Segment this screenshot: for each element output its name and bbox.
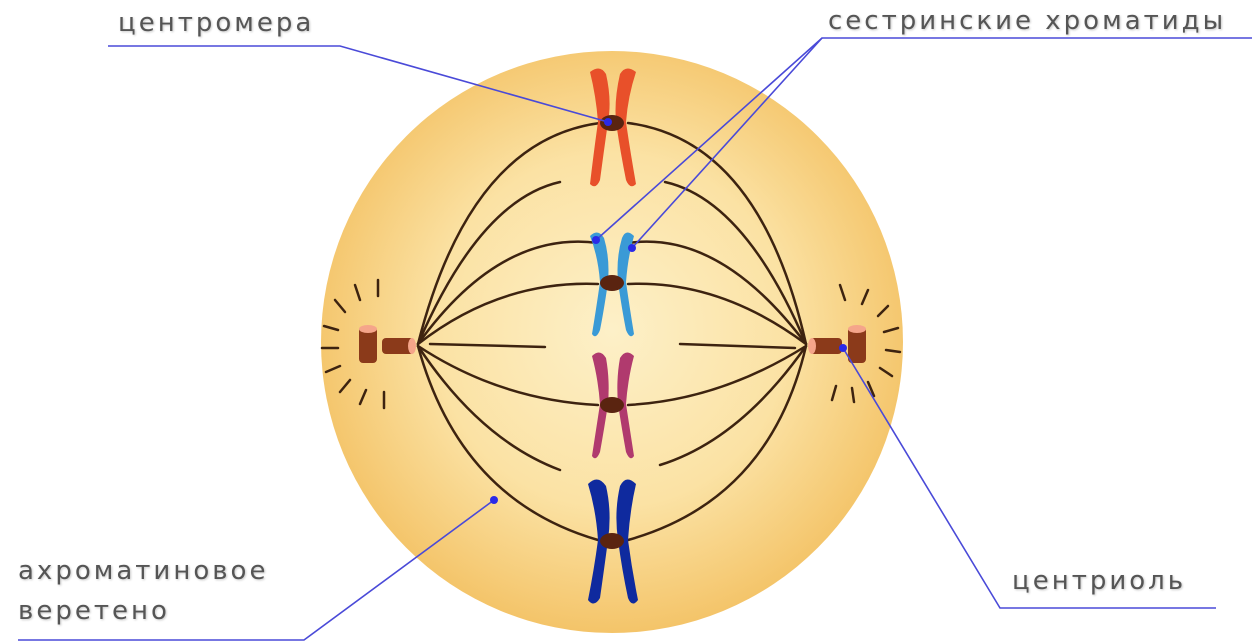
label-centromere: центромера	[118, 8, 314, 38]
label-centriole: центриоль	[1012, 566, 1186, 596]
label-sister-chromatids: сестринские хроматиды	[828, 6, 1226, 36]
label-spindle-line2: веретено	[18, 596, 170, 626]
label-spindle-line1: ахроматиновое	[18, 556, 268, 586]
